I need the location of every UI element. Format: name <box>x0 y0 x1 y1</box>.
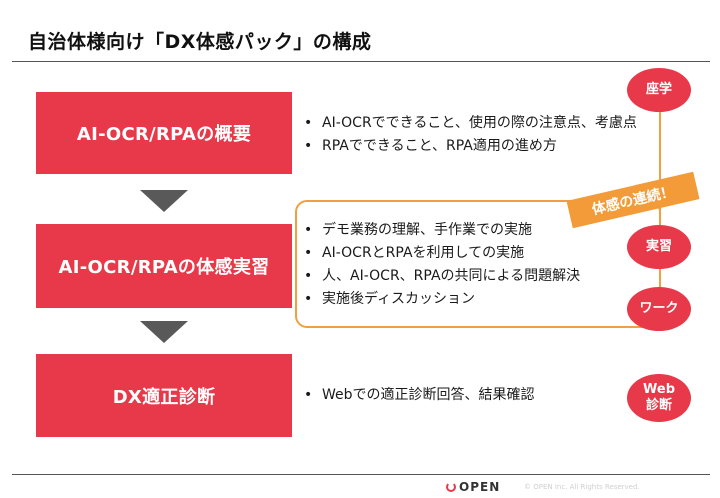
down-arrow-icon <box>140 190 188 212</box>
diagnosis-bullet-list: Webでの適正診断回答、結果確認 <box>304 384 535 407</box>
company-logo: OPEN <box>446 480 500 494</box>
step-overview-box: AI-OCR/RPAの概要 <box>36 92 292 174</box>
copyright-text: © OPEN Inc. All Rights Reserved. <box>524 483 640 491</box>
step-overview-label: AI-OCR/RPAの概要 <box>76 124 252 145</box>
step-diagnosis-label: DX適正診断 <box>112 386 216 408</box>
list-item: AI-OCRでできること、使用の際の注意点、考慮点 <box>304 112 637 135</box>
list-item: RPAでできること、RPA適用の進め方 <box>304 135 637 158</box>
practice-badge: 実習 <box>627 225 691 269</box>
list-item: Webでの適正診断回答、結果確認 <box>304 384 535 407</box>
step-diagnosis-box: DX適正診断 <box>36 354 292 437</box>
list-item: AI-OCRとRPAを利用しての実施 <box>304 242 580 265</box>
step-practice-box: AI-OCR/RPAの体感実習 <box>36 224 292 308</box>
lecture-badge: 座学 <box>627 68 691 112</box>
list-item: 人、AI-OCR、RPAの共同による問題解決 <box>304 265 580 288</box>
list-item: デモ業務の理解、手作業での実施 <box>304 219 580 242</box>
logo-mark-icon <box>446 482 456 492</box>
page-title: 自治体様向け「DX体感パック」の構成 <box>28 31 372 53</box>
workshop-badge: ワーク <box>627 287 691 331</box>
logo-text: OPEN <box>459 480 501 494</box>
web-badge-line2: 診断 <box>645 398 672 413</box>
title-divider <box>12 61 710 62</box>
practice-bullet-list: デモ業務の理解、手作業での実施 AI-OCRとRPAを利用しての実施 人、AI-… <box>304 219 580 311</box>
footer-divider <box>12 474 710 475</box>
down-arrow-icon <box>140 321 188 343</box>
overview-bullet-list: AI-OCRでできること、使用の際の注意点、考慮点 RPAでできること、RPA適… <box>304 112 637 158</box>
web-diagnosis-badge: Web 診断 <box>627 374 691 422</box>
step-practice-label: AI-OCR/RPAの体感実習 <box>58 257 270 278</box>
web-badge-line1: Web <box>643 382 675 397</box>
list-item: 実施後ディスカッション <box>304 288 580 311</box>
